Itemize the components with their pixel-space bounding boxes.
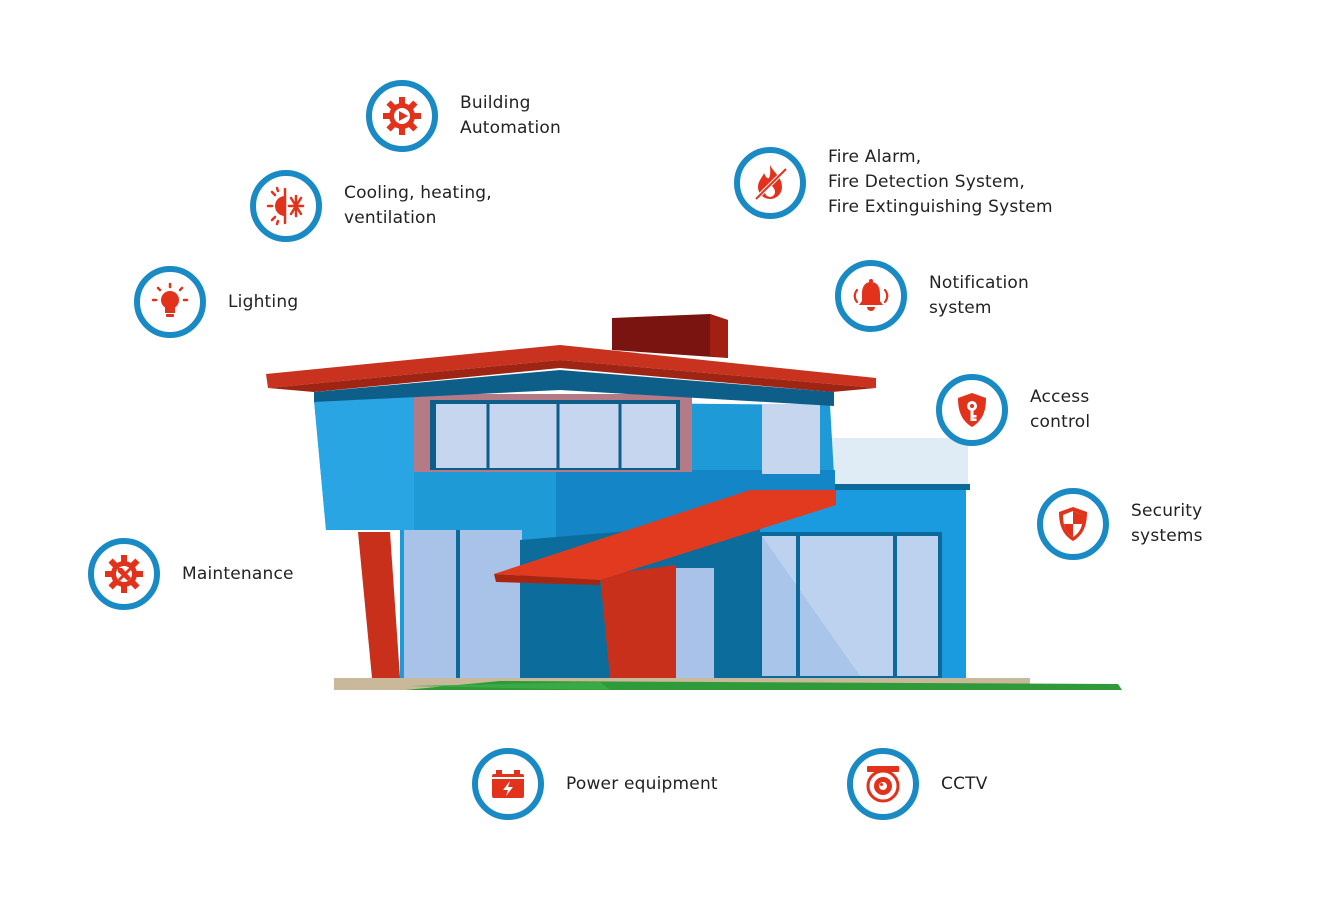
icon-ring — [472, 748, 544, 820]
icon-ring — [734, 146, 806, 219]
building-illustration — [266, 314, 1122, 690]
gear-wrench-icon — [105, 555, 143, 593]
bell-icon — [853, 279, 889, 311]
feature-label: Access control — [1030, 387, 1091, 432]
feature-access-control: Access control — [936, 374, 1090, 446]
feature-label: Cooling, heating, ventilation — [344, 183, 492, 228]
feature-label: Power equipment — [566, 773, 718, 794]
feature-label: CCTV — [941, 773, 988, 794]
shield-key-icon — [958, 393, 986, 427]
feature-label: Lighting — [228, 291, 299, 312]
feature-security-systems: Security systems — [1037, 488, 1203, 560]
feature-fire-systems: Fire Alarm, Fire Detection System, Fire … — [734, 145, 1053, 220]
camera-icon — [866, 766, 900, 803]
icon-ring — [134, 266, 206, 338]
icon-ring — [936, 374, 1008, 446]
battery-icon — [492, 770, 524, 798]
feature-label: Notification system — [929, 273, 1029, 318]
icon-ring — [1037, 488, 1109, 560]
shield-icon — [1059, 507, 1087, 541]
icon-ring — [847, 748, 919, 820]
icon-ring — [366, 80, 438, 152]
feature-notification-system: Notification system — [835, 260, 1029, 332]
feature-label: Fire Alarm, Fire Detection System, Fire … — [828, 147, 1053, 217]
feature-cooling-heating-ventilation: Cooling, heating, ventilation — [250, 170, 492, 242]
gear-play-icon — [383, 97, 421, 135]
icon-ring — [88, 538, 160, 610]
feature-label: Security systems — [1131, 501, 1203, 546]
lightbulb-icon — [151, 282, 189, 317]
fire-icon — [754, 164, 788, 200]
icon-ring — [835, 260, 907, 332]
feature-maintenance: Maintenance — [88, 538, 294, 610]
feature-label: Maintenance — [182, 563, 294, 584]
feature-building-automation: Building Automation — [366, 80, 561, 152]
feature-power-equipment: Power equipment — [472, 748, 718, 820]
feature-label: Building Automation — [460, 93, 562, 138]
sun-snowflake-icon — [266, 186, 305, 226]
feature-cctv: CCTV — [847, 748, 988, 820]
feature-lighting: Lighting — [134, 266, 298, 338]
icon-ring — [250, 170, 322, 242]
